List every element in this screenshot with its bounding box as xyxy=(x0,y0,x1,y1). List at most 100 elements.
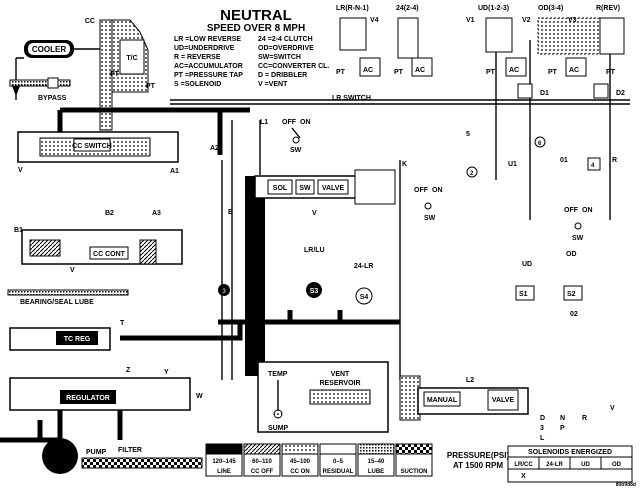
manual-label: MANUAL xyxy=(427,397,458,404)
lr-switch-label: LR SWITCH xyxy=(332,95,371,102)
valve-box xyxy=(317,179,349,195)
sol-col-mark: X xyxy=(521,473,526,480)
vent-label-2: V xyxy=(70,267,75,274)
legend-left-item: AC=ACCUMULATOR xyxy=(174,63,243,70)
pressure-cell xyxy=(205,453,243,477)
l2-label: L2 xyxy=(466,377,474,384)
o2-label: 02 xyxy=(570,311,578,318)
off-on-switch-2: OFF ON SW xyxy=(414,187,443,222)
thermometer-bulb xyxy=(273,409,283,419)
pt-label-tc: PT xyxy=(110,71,120,78)
ac-label-od: AC xyxy=(569,67,579,74)
s3-body xyxy=(306,282,322,298)
clutch-od: OD(3-4) V3 AC PT xyxy=(537,5,601,77)
legend-left-item: UD=UNDERDRIVE xyxy=(174,45,235,52)
pressure-cell xyxy=(357,453,395,477)
lube-line xyxy=(9,79,71,87)
dribbler-d1 xyxy=(517,83,533,99)
ball-6-label: 6 xyxy=(538,141,542,147)
tc-inner xyxy=(119,39,145,75)
vent-reservoir-label-1: VENT xyxy=(331,371,350,378)
vent-label-1: V xyxy=(18,167,23,174)
pt-label-lr: PT xyxy=(336,69,346,76)
solenoid-s4: 24-LR S4 xyxy=(354,263,373,305)
solenoids-energized-title: SOLENOIDS ENERGIZED xyxy=(528,449,612,456)
switch-pivot-2 xyxy=(424,202,432,210)
legend-left-item: LR =LOW REVERSE xyxy=(174,36,241,43)
pressure-swatch xyxy=(205,443,243,455)
gear-selector: D 3 L N P R xyxy=(540,415,587,442)
regulator-label: REGULATOR xyxy=(66,395,110,402)
legend-right-item: CC=CONVERTER CL. xyxy=(258,63,329,70)
s4-label: S4 xyxy=(360,294,369,301)
sol-col-header: 24-LR xyxy=(546,462,563,468)
clutch-rev-box xyxy=(599,17,625,55)
cc-cont-label: CC CONT xyxy=(93,251,126,258)
pressure-swatch xyxy=(395,443,433,455)
u1-label: U1 xyxy=(508,161,517,168)
pressure-name: LINE xyxy=(217,469,231,475)
diagram-subtitle: SPEED OVER 8 MPH xyxy=(207,23,305,34)
clutch-ud: UD(1-2-3) V1 V2 AC PT xyxy=(466,5,531,77)
pt-label-rev: PT xyxy=(606,69,616,76)
tc-reg-label: TC REG xyxy=(64,336,91,343)
bearing-label: BEARING/SEAL LUBE xyxy=(20,299,94,306)
vent-reservoir xyxy=(309,389,371,405)
line-pressure-tc xyxy=(120,322,243,341)
e-label: E xyxy=(228,209,233,216)
check-ball-3 xyxy=(218,284,230,296)
cc-on-passage xyxy=(399,375,421,421)
switch-off-label: OFF xyxy=(282,119,297,126)
vent-label-manual: V xyxy=(610,405,615,412)
pressure-swatch xyxy=(281,443,319,455)
pressure-range: 60–110 xyxy=(252,459,272,465)
switch-pivot-3 xyxy=(574,222,582,230)
ball-4-label: 4 xyxy=(591,163,595,169)
pressure-name: RESIDUAL xyxy=(323,469,354,475)
sw-label-1: SW xyxy=(290,147,302,154)
control-passages xyxy=(221,40,611,380)
clutch-24-label: 24(2-4) xyxy=(396,5,419,12)
r-label: R xyxy=(612,157,617,164)
s3-label: S3 xyxy=(310,288,319,295)
v2-label: V2 xyxy=(522,17,531,24)
o1-label: 01 xyxy=(560,157,568,164)
sw-box-label: SW xyxy=(299,185,311,192)
vent-label-3: V xyxy=(312,210,317,217)
d2-label: D2 xyxy=(616,90,625,97)
legend-left-item: PT =PRESSURE TAP xyxy=(174,72,243,79)
pressure-name: CC ON xyxy=(290,469,309,475)
v3-label: V3 xyxy=(568,17,577,24)
cooler-return-arrow xyxy=(12,86,20,96)
cc-control-land-2 xyxy=(139,239,157,265)
sw-box xyxy=(295,179,315,195)
sol-box xyxy=(267,179,293,195)
dribbler-d2 xyxy=(593,83,609,99)
s1-ud-label: UD xyxy=(522,261,532,268)
line-pressure-column xyxy=(245,176,265,376)
ac-label-24: AC xyxy=(415,67,425,74)
pressure-range: 0–5 xyxy=(333,459,344,465)
ac-label-lr: AC xyxy=(363,67,373,74)
valve-label: VALVE xyxy=(322,185,345,192)
sol-col-cell xyxy=(600,456,633,470)
filter-label: FILTER xyxy=(118,447,142,454)
pump-label: PUMP xyxy=(86,449,107,456)
gear-p: P xyxy=(560,425,565,432)
bearing-lube-line xyxy=(7,289,129,296)
l1-label: L1 xyxy=(260,119,268,126)
z-label: Z xyxy=(126,367,131,374)
pressure-cell xyxy=(243,453,281,477)
accumulator-od xyxy=(565,57,587,77)
cc-cont-box xyxy=(89,246,129,260)
check-ball-4 xyxy=(587,157,601,171)
sol-label: SOL xyxy=(273,185,288,192)
accumulator-24 xyxy=(411,57,433,77)
switch-on-label: ON xyxy=(300,119,311,126)
t-label: T xyxy=(120,320,125,327)
accumulator-ud xyxy=(505,57,527,77)
pressure-cell xyxy=(319,453,357,477)
